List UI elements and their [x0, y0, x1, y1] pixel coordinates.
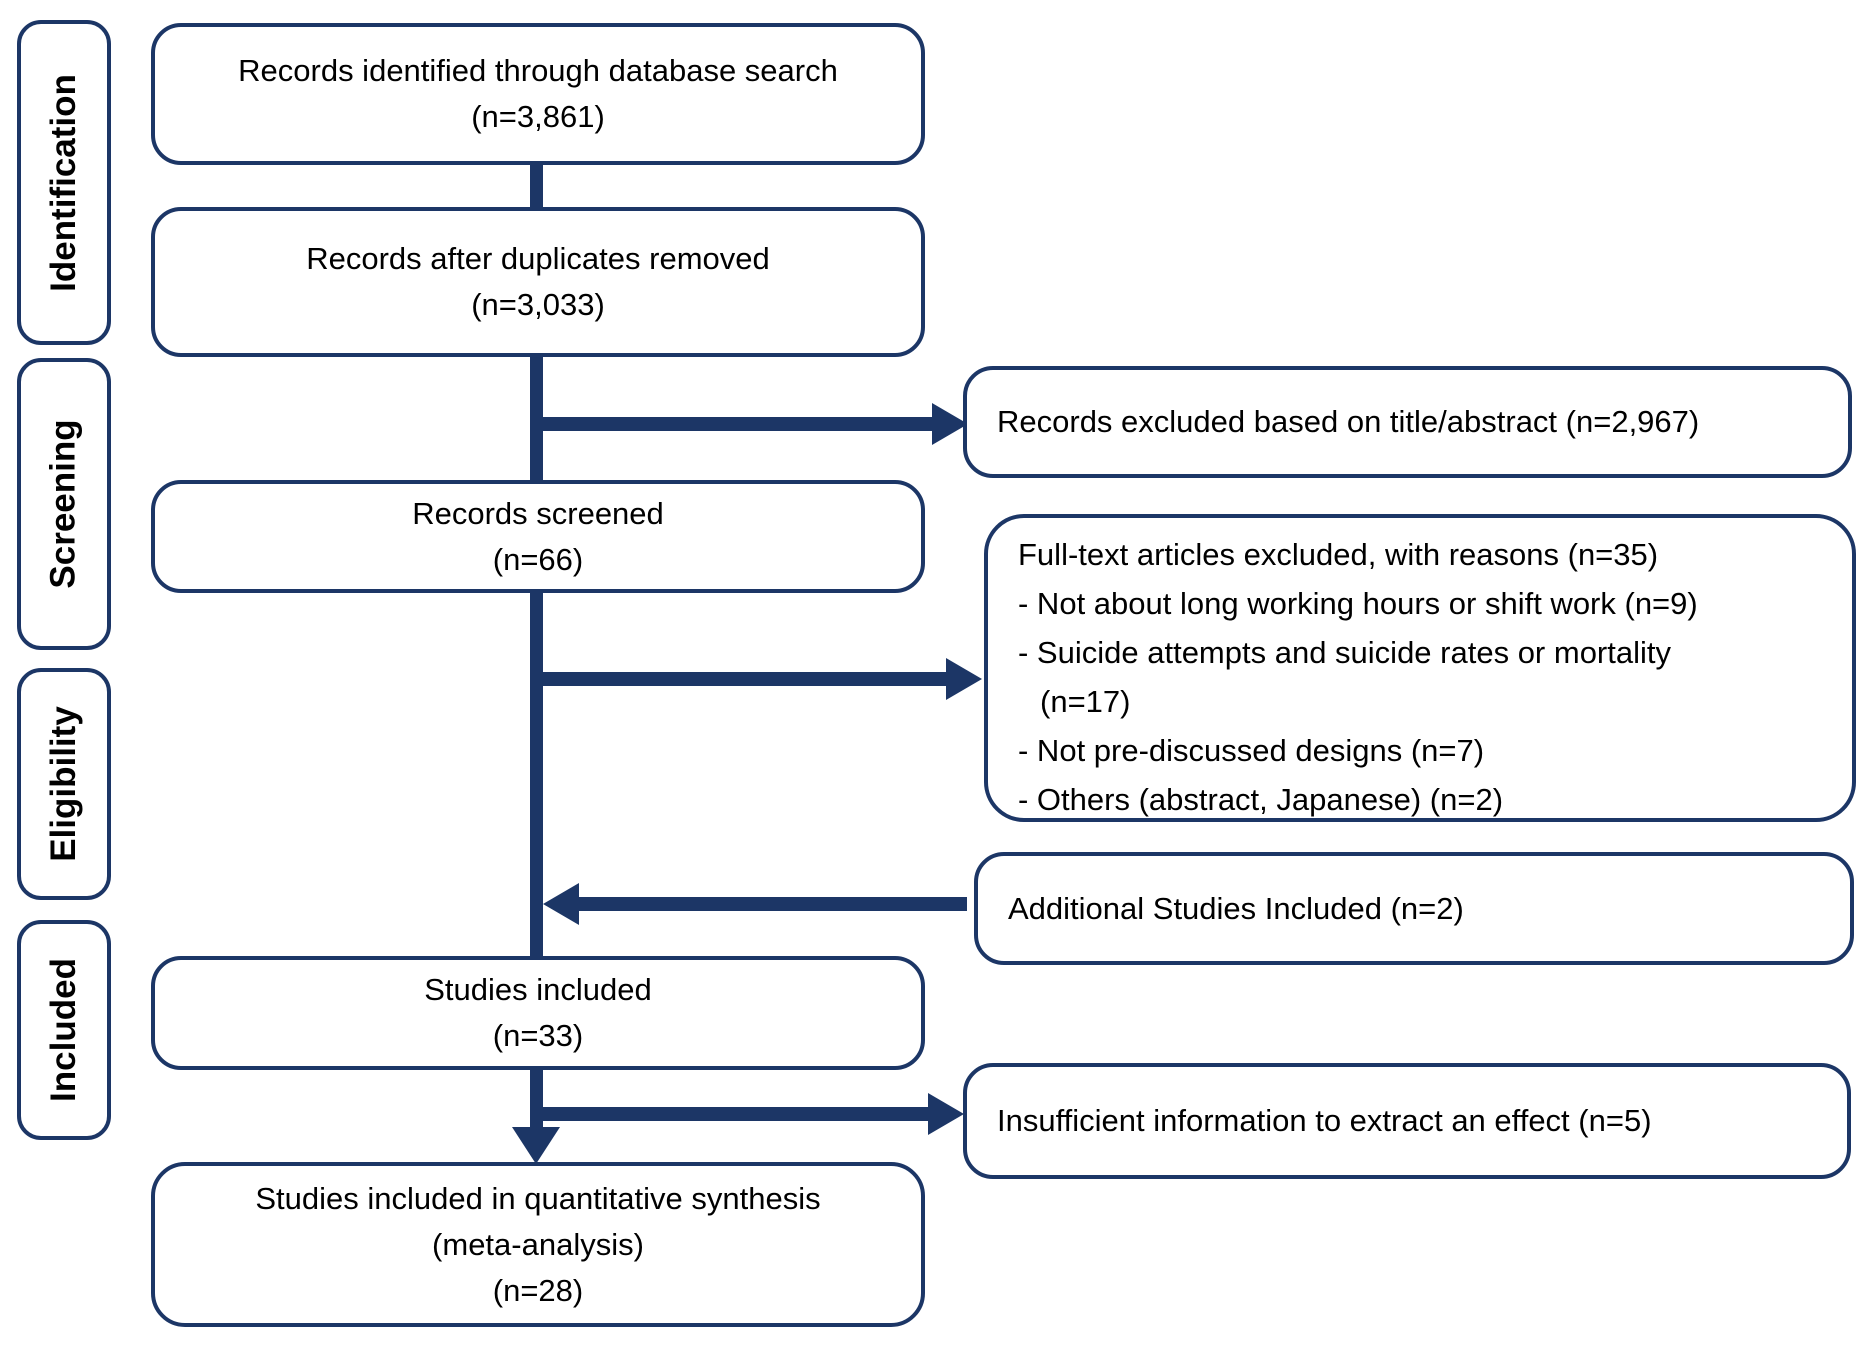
box-fulltext-excluded-reason-3: - Not pre-discussed designs (n=7): [1018, 733, 1485, 768]
connector-duplicates-to-screened: [530, 356, 543, 483]
stage-identification: Identification: [17, 20, 111, 345]
box-insufficient-info: Insufficient information to extract an e…: [963, 1063, 1851, 1179]
arrowhead-insufficient-info-icon: [928, 1093, 964, 1135]
connector-screened-to-included: [530, 592, 543, 958]
stage-identification-label: Identification: [44, 73, 83, 292]
box-fulltext-excluded-reason-1: - Not about long working hours or shift …: [1018, 586, 1698, 621]
connector-identified-to-duplicates: [530, 164, 543, 209]
box-quantitative-synthesis: Studies included in quantitative synthes…: [151, 1162, 925, 1327]
box-fulltext-excluded-reason-2: - Suicide attempts and suicide rates or …: [1018, 635, 1671, 670]
box-studies-included-text: Studies included: [424, 972, 652, 1007]
box-records-identified-text: Records identified through database sear…: [238, 53, 838, 88]
box-studies-included: Studies included (n=33): [151, 956, 925, 1070]
box-records-excluded: Records excluded based on title/abstract…: [963, 366, 1852, 478]
box-records-excluded-text: Records excluded based on title/abstract…: [997, 404, 1700, 439]
stage-included: Included: [17, 920, 111, 1140]
connector-included-to-synthesis: [530, 1069, 543, 1129]
box-studies-included-count: (n=33): [492, 1018, 584, 1053]
arrowhead-down-to-synthesis-icon: [512, 1127, 560, 1164]
box-records-screened-count: (n=66): [492, 541, 584, 577]
box-additional-studies-text: Additional Studies Included (n=2): [1008, 890, 1464, 926]
box-fulltext-excluded-reason-2-count: (n=17): [1040, 684, 1131, 719]
arrow-to-fulltext-excluded: [542, 672, 948, 686]
stage-included-label: Included: [44, 958, 83, 1102]
box-records-screened-text: Records screened: [412, 495, 664, 531]
arrowhead-records-excluded-icon: [932, 403, 968, 445]
box-fulltext-excluded-reason-4: - Others (abstract, Japanese) (n=2): [1018, 782, 1504, 817]
arrow-from-additional-studies: [576, 897, 967, 911]
stage-eligibility: Eligibility: [17, 668, 111, 900]
stage-screening-label: Screening: [44, 419, 84, 589]
box-fulltext-excluded-title: Full-text articles excluded, with reason…: [1018, 537, 1659, 572]
arrowhead-additional-studies-icon: [543, 883, 579, 925]
box-duplicates-removed-count: (n=3,033): [471, 287, 605, 322]
box-records-screened: Records screened (n=66): [151, 480, 925, 593]
box-duplicates-removed-text: Records after duplicates removed: [306, 241, 770, 276]
box-quantitative-synthesis-count: (n=28): [492, 1272, 584, 1308]
box-records-identified: Records identified through database sear…: [151, 23, 925, 165]
arrow-to-insufficient-info: [542, 1107, 930, 1121]
box-quantitative-synthesis-subtext: (meta-analysis): [432, 1226, 644, 1262]
stage-eligibility-label: Eligibility: [44, 706, 84, 862]
arrowhead-fulltext-excluded-icon: [946, 658, 982, 700]
box-quantitative-synthesis-text: Studies included in quantitative synthes…: [255, 1180, 821, 1216]
stage-screening: Screening: [17, 358, 111, 650]
box-fulltext-excluded: Full-text articles excluded, with reason…: [984, 514, 1856, 822]
box-additional-studies: Additional Studies Included (n=2): [974, 852, 1854, 965]
arrow-to-records-excluded: [542, 417, 934, 431]
box-insufficient-info-text: Insufficient information to extract an e…: [997, 1103, 1652, 1138]
box-records-identified-count: (n=3,861): [471, 99, 605, 134]
box-duplicates-removed: Records after duplicates removed (n=3,03…: [151, 207, 925, 357]
